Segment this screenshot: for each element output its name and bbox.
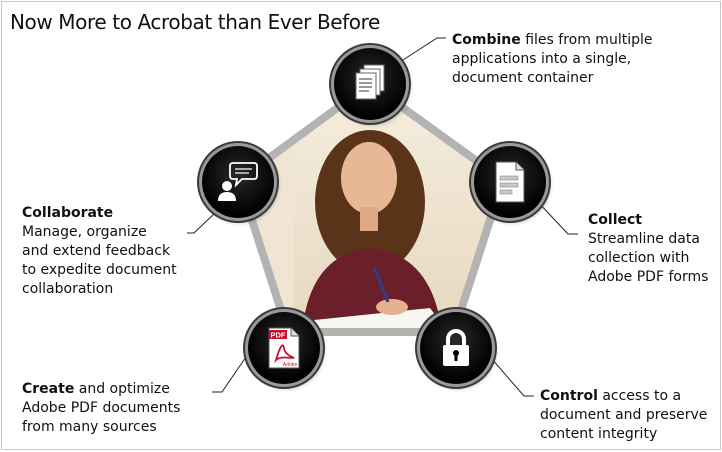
- callout-create-line3: from many sources: [22, 419, 157, 435]
- connector-control: [490, 357, 534, 397]
- badge-combine: [334, 48, 406, 120]
- callout-collect-line2: collection with: [588, 250, 690, 266]
- adobe-pdf-icon: PDF Adobe: [268, 327, 300, 369]
- callout-collaborate: Collaborate Manage, organize and extend …: [22, 204, 177, 299]
- adobe-label: Adobe: [283, 362, 298, 368]
- callout-combine: Combine files from multiple applications…: [452, 31, 652, 88]
- callout-collect: Collect Streamline data collection with …: [588, 211, 708, 287]
- connector-create: [212, 353, 249, 393]
- badge-collect: [474, 146, 546, 218]
- callout-control-line3: content integrity: [540, 426, 658, 442]
- callout-create-line2: Adobe PDF documents: [22, 400, 181, 416]
- callout-collaborate-line3: to expedite document: [22, 262, 177, 278]
- callout-collaborate-line4: collaboration: [22, 281, 114, 297]
- callout-combine-line2: applications into a single,: [452, 51, 632, 67]
- callout-combine-line1: files from multiple: [520, 32, 653, 48]
- connector-collect: [535, 199, 578, 235]
- callout-collaborate-title: Collaborate: [22, 205, 114, 221]
- callout-collaborate-line1: Manage, organize: [22, 224, 147, 240]
- callout-control-line1: access to a: [597, 388, 682, 404]
- connector-lines: [187, 37, 578, 397]
- callout-control-line2: document and preserve: [540, 407, 708, 423]
- callout-collaborate-line2: and extend feedback: [22, 243, 171, 259]
- badge-create: PDF Adobe: [248, 312, 320, 384]
- badge-collaborate: [202, 146, 274, 218]
- callout-create-title: Create: [22, 381, 75, 397]
- callout-combine-line3: document container: [452, 70, 594, 86]
- callout-control-title: Control: [540, 388, 598, 404]
- lock-icon: [443, 329, 469, 366]
- badge-control: [420, 312, 492, 384]
- connector-combine: [402, 37, 446, 61]
- speech-bubble-person-icon: [218, 162, 258, 201]
- pdf-label: PDF: [271, 331, 286, 340]
- connector-collaborate: [187, 212, 216, 234]
- form-document-icon: [495, 161, 525, 203]
- callout-collect-line3: Adobe PDF forms: [588, 269, 709, 285]
- stacked-pages-icon: [355, 64, 385, 100]
- callout-collect-line1: Streamline data: [588, 231, 700, 247]
- callout-create: Create and optimize Adobe PDF documents …: [22, 380, 180, 437]
- page-title: Now More to Acrobat than Ever Before: [10, 10, 380, 34]
- callout-combine-title: Combine: [452, 32, 521, 48]
- callout-control: Control access to a document and preserv…: [540, 387, 707, 444]
- callout-collect-title: Collect: [588, 212, 642, 228]
- callout-create-line1: and optimize: [74, 381, 170, 397]
